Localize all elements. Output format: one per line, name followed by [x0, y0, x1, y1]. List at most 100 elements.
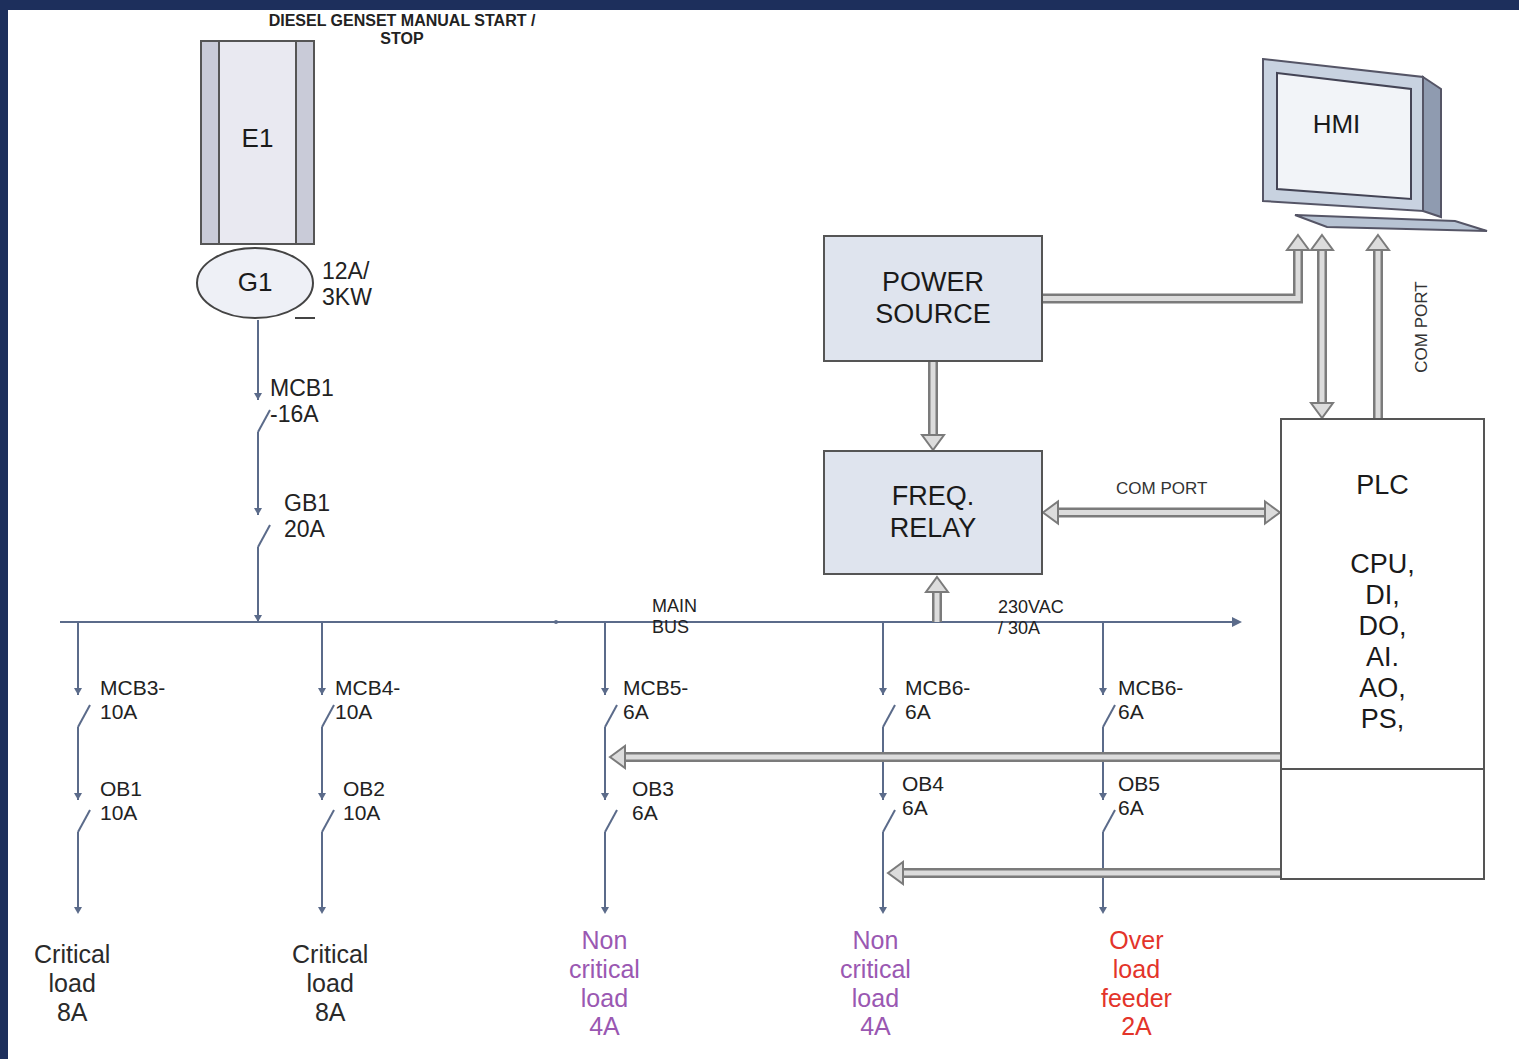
arrow-fill	[931, 362, 936, 435]
load-label: Non critical load 4A	[569, 926, 640, 1041]
port-label: COM PORT	[1113, 479, 1210, 499]
arrow-outline	[1058, 508, 1265, 518]
bus-dot	[554, 620, 558, 624]
wire	[1102, 727, 1104, 800]
wire-arrow	[318, 907, 326, 914]
wire	[257, 547, 259, 622]
wire	[257, 320, 259, 400]
line-shape	[295, 317, 315, 319]
ellipse-shape	[197, 248, 313, 318]
arrow-head	[888, 862, 903, 884]
port-label: COM PORT	[1412, 278, 1432, 375]
arrow-outline	[1317, 250, 1327, 403]
wire-arrow	[601, 907, 609, 914]
node-title: POWER SOURCE	[875, 267, 991, 329]
wire-arrow	[254, 615, 262, 622]
wire-arrow	[879, 688, 887, 695]
breaker-contact	[605, 810, 617, 832]
arrow-fill	[903, 871, 1280, 876]
wire-arrow	[1099, 793, 1107, 800]
node-body: CPU, DI, DO, AI. AO, PS,	[1350, 549, 1415, 735]
rating-label: MCB3- 10A	[100, 676, 165, 724]
node-title: FREQ. RELAY	[890, 481, 977, 543]
hmi-monitor: HMI	[1255, 55, 1490, 235]
arrow-head	[926, 577, 948, 592]
breaker-contact	[1103, 810, 1115, 832]
rating-label: OB4 6A	[902, 772, 944, 820]
breaker-contact	[605, 705, 617, 727]
fat-arrow-connector	[1311, 235, 1333, 418]
bus-label: MAIN BUS	[652, 596, 697, 637]
arrow-head	[922, 435, 944, 450]
node-title: PLC	[1356, 470, 1409, 501]
breaker-contact	[78, 705, 90, 727]
arrow-head	[1311, 403, 1333, 418]
breaker-contact	[258, 525, 270, 547]
arrow-head	[1367, 235, 1389, 250]
wire	[77, 727, 79, 800]
breaker-contact	[883, 705, 895, 727]
wire	[77, 622, 79, 695]
wire	[604, 622, 606, 695]
wire	[604, 727, 606, 800]
load-label: Over load feeder 2A	[1101, 926, 1172, 1041]
rect-shape	[296, 41, 314, 244]
generator-circle: G1	[195, 246, 315, 320]
fat-arrow-connector	[1043, 235, 1309, 299]
wire-arrow	[74, 793, 82, 800]
arrow-fill	[935, 592, 940, 622]
rating-label: OB2 10A	[343, 777, 385, 825]
wire-arrow	[254, 508, 262, 515]
wire-arrow	[74, 688, 82, 695]
wire-arrow	[879, 907, 887, 914]
wire	[882, 622, 884, 695]
wire	[321, 727, 323, 800]
load-label: Critical load 8A	[34, 940, 110, 1026]
rating-label: MCB1 -16A	[270, 375, 334, 428]
arrow-head	[610, 746, 625, 768]
monitor-outline	[1255, 55, 1490, 235]
fat-arrow-connector	[1043, 502, 1280, 524]
arrow-fill	[1320, 250, 1325, 403]
node-title: HMI	[1313, 110, 1361, 140]
wire	[1102, 622, 1104, 695]
relay-box: FREQ. RELAY	[823, 450, 1043, 575]
engine-box: E1	[200, 40, 315, 245]
arrow-fill	[1043, 250, 1298, 299]
wire-arrow	[1099, 688, 1107, 695]
polygon-shape	[1295, 215, 1487, 231]
wire	[321, 622, 323, 695]
wire-arrow	[1099, 907, 1107, 914]
arrow-outline	[1043, 250, 1298, 299]
wire	[882, 727, 884, 800]
line-shape	[1282, 768, 1483, 770]
wire	[60, 621, 1232, 623]
arrow-outline	[1373, 250, 1383, 418]
bus-label: 230VAC / 30A	[998, 597, 1064, 638]
polygon-shape	[1263, 59, 1423, 211]
arrow-outline	[928, 362, 938, 435]
node-title: G1	[238, 268, 273, 298]
wire-arrow	[254, 393, 262, 400]
rating-label: MCB6- 6A	[1118, 676, 1183, 724]
rating-label: OB5 6A	[1118, 772, 1160, 820]
arrow-outline	[625, 752, 1280, 762]
rating-label: MCB4- 10A	[335, 676, 400, 724]
load-label: Critical load 8A	[292, 940, 368, 1026]
load-label: Non critical load 4A	[840, 926, 911, 1041]
wire	[321, 832, 323, 912]
polygon-shape	[1277, 73, 1411, 199]
wire-arrow	[601, 793, 609, 800]
wire-arrow	[74, 907, 82, 914]
rating-label: DIESEL GENSET MANUAL START / STOP	[252, 12, 552, 49]
arrow-outline	[903, 868, 1280, 878]
rating-label: OB1 10A	[100, 777, 142, 825]
arrow-head	[1265, 502, 1280, 524]
polygon-shape	[1423, 77, 1441, 217]
arrow-fill	[625, 755, 1280, 760]
wire-arrow	[601, 688, 609, 695]
wire	[604, 832, 606, 912]
power-source-box: POWER SOURCE	[823, 235, 1043, 362]
wire-arrow	[318, 688, 326, 695]
